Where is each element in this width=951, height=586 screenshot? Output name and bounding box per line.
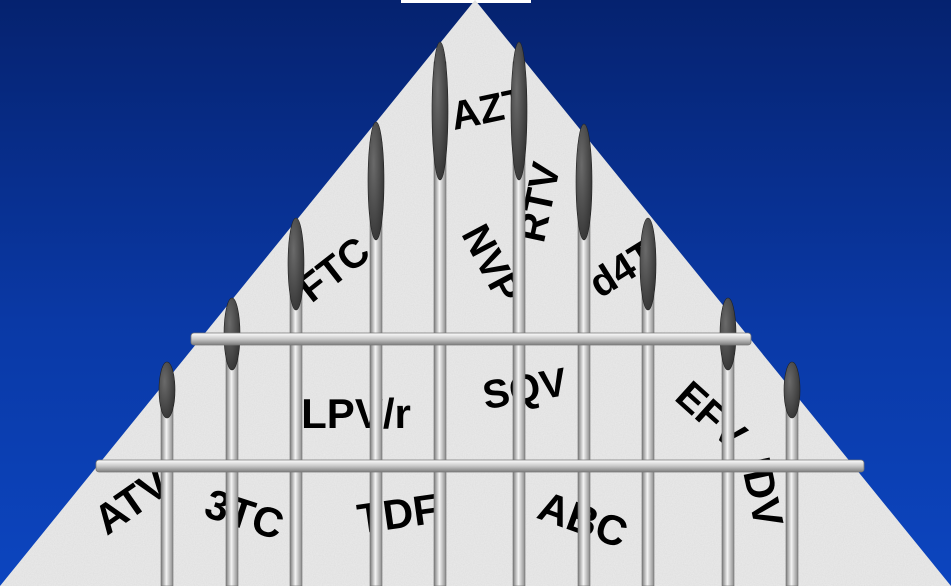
upper-rail	[191, 333, 751, 345]
needle-tip-5	[432, 42, 448, 180]
needle-tip-10	[784, 362, 800, 418]
needle-tip-6	[511, 42, 527, 180]
needle-tip-3	[288, 218, 304, 310]
needle-tip-1	[159, 362, 175, 418]
lower-rail	[96, 460, 864, 472]
needle-tip-8	[640, 218, 656, 310]
needle-tip-4	[368, 122, 384, 240]
needle-tip-7	[576, 124, 592, 240]
label-lpvr: LPV/r	[301, 390, 411, 437]
